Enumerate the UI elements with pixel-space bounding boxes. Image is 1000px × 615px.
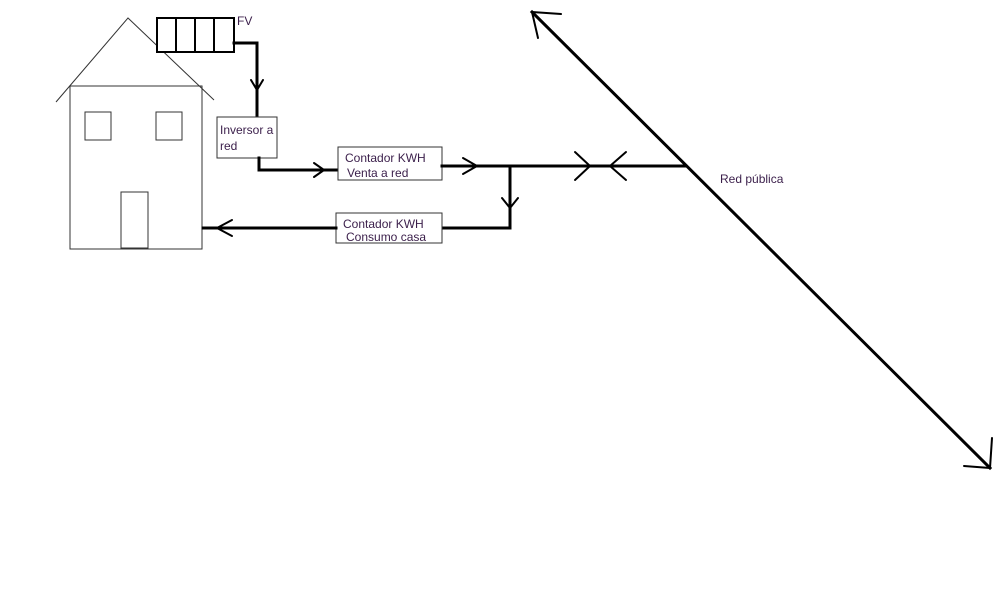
arrow-up-left-icon (531, 11, 562, 39)
house-icon (55, 17, 215, 250)
house-window-left (84, 111, 112, 141)
arrow-right-icon (462, 157, 478, 175)
public-grid-line (529, 9, 993, 471)
house-roof (55, 17, 215, 103)
arrow-left-icon (216, 219, 233, 237)
house-window-right (155, 111, 183, 141)
meter-consumption-box: Contador KWH Consumo casa (335, 212, 443, 244)
arrow-down-icon (501, 197, 519, 209)
wire-grid-to-consumption-meter (440, 164, 512, 230)
wire-inverter-to-sale-meter (257, 156, 340, 172)
inverter-label-line2: red (220, 139, 237, 153)
meter-consumption-line2: Consumo casa (346, 230, 426, 244)
house-door (120, 191, 149, 249)
meter-sale-line2: Venta a red (347, 166, 408, 180)
public-grid-label: Red pública (720, 172, 784, 186)
arrow-right-icon (574, 151, 591, 181)
solar-panel-icon (156, 17, 235, 53)
arrow-right-icon (313, 162, 325, 178)
arrow-down-right-icon (963, 437, 993, 469)
wire-panel-to-inverter (232, 41, 259, 119)
meter-sale-box: Contador KWH Venta a red (337, 146, 443, 181)
meter-consumption-line1: Contador KWH (343, 217, 424, 231)
arrow-down-icon (250, 79, 264, 91)
house-body (69, 85, 203, 250)
pv-label: FV (237, 14, 252, 28)
inverter-box: Inversor a red (216, 116, 278, 159)
meter-sale-line1: Contador KWH (345, 151, 426, 165)
arrow-left-icon (609, 151, 627, 181)
inverter-label-line1: Inversor a (220, 123, 274, 137)
